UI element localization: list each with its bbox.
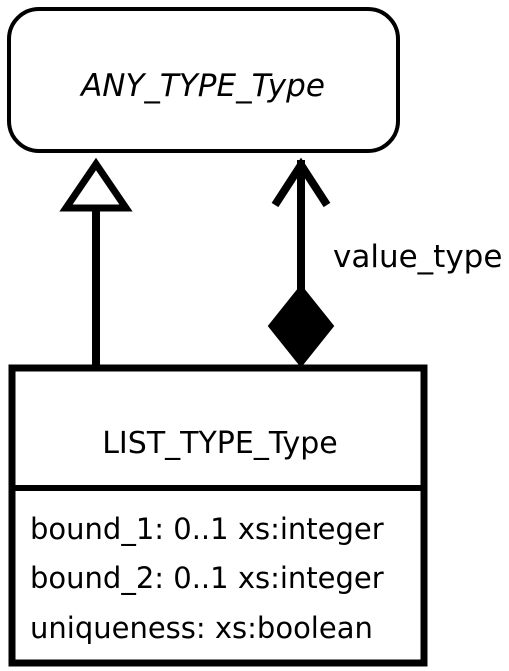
- association-role-label: value_type: [333, 239, 502, 275]
- attribute-uniqueness: uniqueness: xs:boolean: [30, 611, 373, 645]
- generalization-arrow: [59, 157, 133, 368]
- concrete-class-box: [8, 364, 428, 667]
- abstract-class[interactable]: ANY_TYPE_Type: [7, 7, 400, 153]
- open-arrowhead: [271, 157, 331, 208]
- composition-association: value_type: [267, 157, 502, 368]
- concrete-class[interactable]: LIST_TYPE_Type bound_1: 0..1 xs:integer …: [8, 364, 428, 667]
- abstract-class-box: [7, 7, 400, 153]
- attribute-bound-1: bound_1: 0..1 xs:integer: [30, 512, 384, 546]
- attribute-bound-2: bound_2: 0..1 xs:integer: [30, 561, 384, 595]
- filled-diamond: [267, 284, 335, 368]
- hollow-triangle-arrowhead: [59, 157, 133, 212]
- abstract-class-name: ANY_TYPE_Type: [79, 68, 325, 104]
- concrete-class-name: LIST_TYPE_Type: [102, 426, 338, 461]
